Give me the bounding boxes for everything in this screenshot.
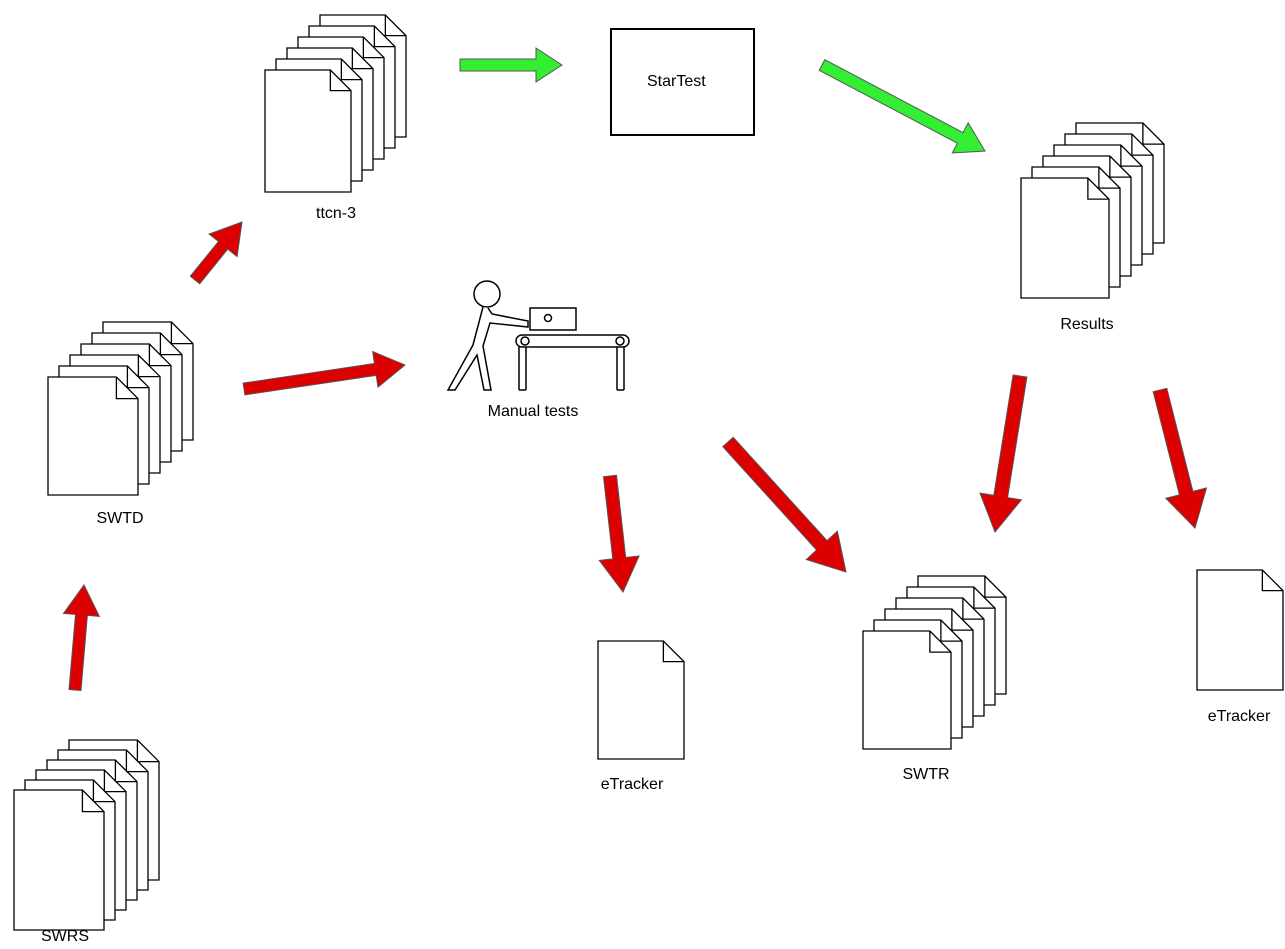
swtd-label: SWTD (96, 510, 144, 527)
arrow-manual-to-etracker (598, 474, 640, 593)
results-document-stack-icon (1020, 122, 1165, 299)
arrow-ttcn3-to-startest (459, 47, 563, 83)
etracker-right-document-icon (1196, 569, 1284, 691)
startest-box (610, 28, 755, 136)
arrow-manual-to-swtr (722, 436, 847, 573)
person-conveyor-icon (446, 280, 630, 391)
etracker-left-document-icon (597, 640, 685, 760)
arrow-swtd-to-ttcn3 (189, 221, 243, 285)
swtr-document-stack-icon (862, 575, 1007, 750)
ttcn3-label: ttcn-3 (315, 205, 357, 222)
etracker-left-label: eTracker (600, 776, 664, 793)
swtr-label: SWTR (902, 766, 950, 783)
swrs-document-stack-icon (13, 739, 160, 931)
etracker-right-label: eTracker (1207, 708, 1271, 725)
arrow-results-to-swtr (979, 374, 1028, 533)
arrow-swtd-to-manual (242, 350, 406, 396)
arrow-results-to-etracker (1152, 387, 1208, 529)
results-label: Results (1060, 316, 1114, 333)
arrow-swrs-to-swtd (62, 584, 101, 692)
arrow-startest-to-results (818, 59, 986, 154)
ttcn3-document-stack-icon (264, 14, 407, 193)
manual-tests-label: Manual tests (487, 403, 579, 420)
swrs-label: SWRS (41, 928, 89, 945)
swtd-document-stack-icon (47, 321, 194, 496)
startest-label: StarTest (647, 73, 706, 90)
